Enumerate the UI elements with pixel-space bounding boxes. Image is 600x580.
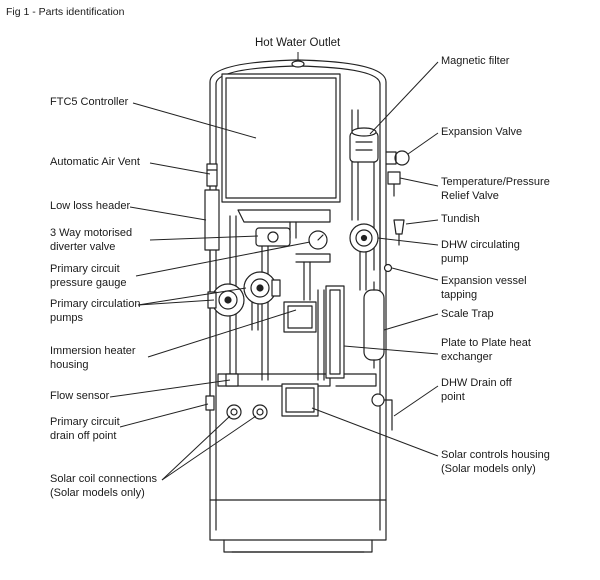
- figure-title: Fig 1 - Parts identification: [6, 6, 125, 18]
- label-solar-coil-connections: Solar coil connections (Solar models onl…: [50, 473, 158, 499]
- immersion-heater-housing: [284, 302, 316, 332]
- label-hot-water-outlet: Hot Water Outlet: [255, 37, 341, 49]
- automatic-air-vent: [207, 164, 217, 186]
- label-magnetic-filter: Magnetic filter: [441, 55, 510, 67]
- label-ftc5-controller: FTC5 Controller: [50, 96, 129, 108]
- label-dhw-drain-off: DHW Drain off point: [441, 377, 512, 403]
- label-flow-sensor: Flow sensor: [50, 390, 110, 402]
- label-tp-relief-valve: Temperature/Pressure Relief Valve: [441, 176, 550, 202]
- label-tundish: Tundish: [441, 213, 480, 225]
- label-scale-trap: Scale Trap: [441, 308, 494, 320]
- label-primary-pressure-gauge: Primary circuit pressure gauge: [50, 263, 127, 289]
- label-primary-drain-off: Primary circuit drain off point: [50, 416, 120, 442]
- solar-coil-connections: [227, 405, 267, 419]
- flow-sensor: [226, 374, 238, 386]
- label-automatic-air-vent: Automatic Air Vent: [50, 156, 140, 168]
- label-expansion-valve: Expansion Valve: [441, 126, 523, 138]
- tp-relief-valve: [388, 172, 400, 196]
- scale-trap: [364, 282, 384, 368]
- plate-heat-exchanger: [326, 286, 344, 378]
- label-immersion-heater-housing: Immersion heater housing: [50, 345, 136, 371]
- leader-lines: [110, 52, 438, 480]
- label-3-way-diverter-valve: 3 Way motorised diverter valve: [50, 227, 133, 253]
- label-dhw-circulating-pump: DHW circulating pump: [441, 239, 520, 265]
- primary-pump-2: [244, 272, 280, 304]
- magnetic-filter: [350, 128, 378, 162]
- label-low-loss-header: Low loss header: [50, 200, 131, 212]
- label-solar-controls-housing: Solar controls housing (Solar models onl…: [441, 449, 550, 475]
- label-primary-circulation-pumps: Primary circulation pumps: [50, 298, 141, 324]
- ftc5-controller: [222, 74, 340, 202]
- primary-drain-off: [206, 396, 214, 410]
- label-plate-heat-exchanger: Plate to Plate heat exchanger: [441, 337, 531, 363]
- solar-controls-housing: [282, 384, 318, 416]
- pressure-gauge: [309, 231, 327, 249]
- expansion-valve: [386, 151, 409, 165]
- diverter-valve: [256, 228, 290, 246]
- low-loss-header: [205, 190, 219, 250]
- label-expansion-vessel-tapping: Expansion vessel tapping: [441, 275, 527, 301]
- dhw-circulating-pump: [350, 224, 378, 252]
- dhw-drain-off: [372, 394, 392, 430]
- tundish: [394, 220, 404, 245]
- expansion-vessel-tapping: [385, 265, 392, 272]
